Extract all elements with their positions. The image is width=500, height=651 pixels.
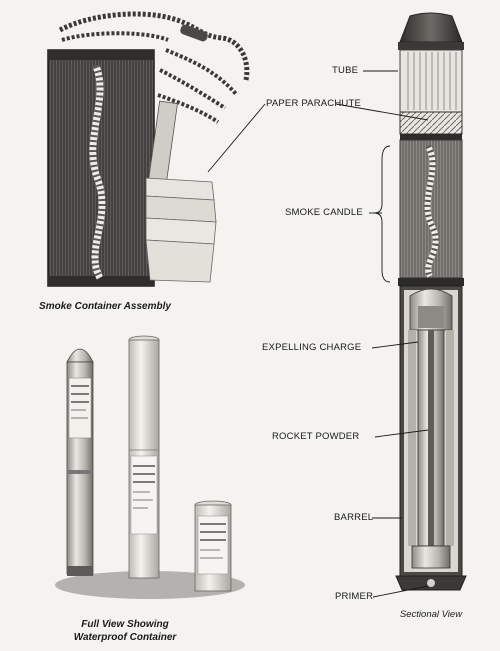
smoke-container-assembly (47, 11, 250, 287)
nose-cap (399, 12, 463, 43)
label-tube: TUBE (332, 65, 359, 76)
caption-sectional-view: Sectional View (399, 609, 463, 620)
label-paper-parachute: PAPER PARACHUTE (266, 98, 362, 109)
sectional-view-rocket (395, 12, 467, 591)
tube-section (399, 49, 463, 113)
caption-full-view-line2: Waterproof Container (73, 632, 177, 643)
waterproof-container-short (194, 500, 232, 592)
paper-parachute-band (399, 111, 463, 135)
swivel (180, 24, 208, 42)
caption-full-view: Full View Showing Waterproof Container (60, 618, 190, 644)
shroud-cord (58, 11, 250, 81)
caption-full-view-line1: Full View Showing (81, 619, 169, 630)
label-barrel: BARREL (334, 512, 374, 523)
waterproof-container-long (128, 335, 160, 579)
label-primer: PRIMER (335, 591, 374, 602)
label-rocket-powder: ROCKET POWDER (272, 431, 360, 442)
folded-parachute (145, 100, 217, 283)
assembled-rocket (66, 348, 94, 576)
caption-smoke-container-assembly: Smoke Container Assembly (39, 301, 171, 312)
full-view-containers (55, 335, 245, 599)
primer-base (411, 545, 451, 569)
label-smoke-candle: SMOKE CANDLE (285, 207, 363, 218)
label-expelling-charge: EXPELLING CHARGE (262, 342, 362, 353)
callout-leader-lines (207, 70, 429, 598)
